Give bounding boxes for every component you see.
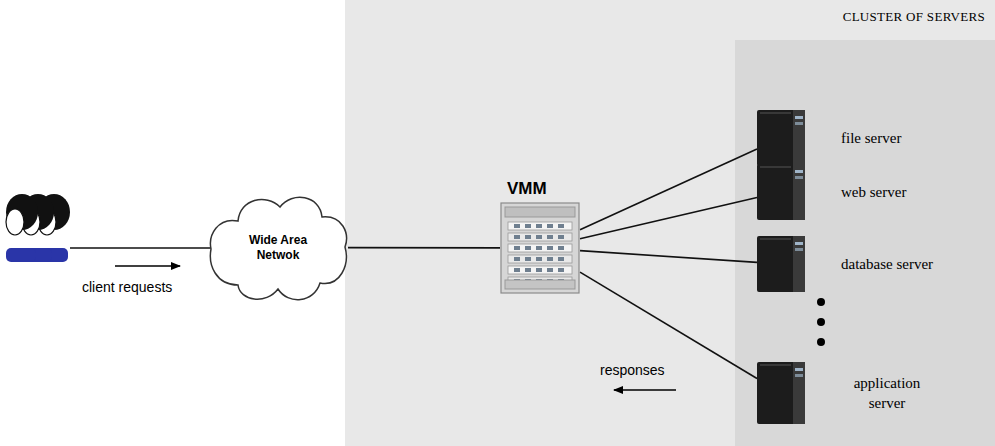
port <box>514 246 520 250</box>
network-cloud: Wide Area Netwok <box>208 185 348 310</box>
drive-bay <box>795 248 803 251</box>
cluster-heading: CLUSTER OF SERVERS <box>843 9 985 25</box>
case-edge <box>760 365 791 366</box>
chassis-top <box>505 207 575 217</box>
tower-front <box>793 110 805 166</box>
device-shape <box>500 202 580 294</box>
drive-bay <box>795 368 803 371</box>
server-box: web server <box>757 164 805 220</box>
drive-bay <box>795 122 803 125</box>
cluster-panel <box>735 40 995 446</box>
flow-label: responses <box>600 362 665 378</box>
port <box>525 246 531 250</box>
ellipsis-dots <box>817 298 825 346</box>
tower-case <box>757 110 805 166</box>
port <box>558 224 564 228</box>
flow-label-holder: client requests <box>82 279 172 295</box>
vmm-device: VMM <box>500 202 580 294</box>
port <box>558 235 564 239</box>
case-edge <box>760 113 791 114</box>
port <box>536 235 542 239</box>
server-shape <box>757 110 805 166</box>
case-edge <box>760 239 791 240</box>
port <box>514 235 520 239</box>
port <box>514 224 520 228</box>
tower-case <box>757 164 805 220</box>
clients-icon <box>6 194 70 262</box>
port <box>536 268 542 272</box>
drive-bay <box>795 242 803 245</box>
port <box>514 257 520 261</box>
response-arrow <box>614 389 676 390</box>
text-holder: web server <box>841 182 906 202</box>
server-label: application server <box>841 373 933 413</box>
drive-bay <box>795 170 803 173</box>
port <box>525 235 531 239</box>
line-card <box>508 255 572 263</box>
cloud-outline <box>210 197 346 299</box>
line-card <box>508 266 572 274</box>
drive-bay <box>795 116 803 119</box>
port <box>558 246 564 250</box>
drive-bay <box>795 176 803 179</box>
server-shape <box>757 164 805 220</box>
server-label: file server <box>841 128 901 148</box>
server-box: database server <box>757 236 805 292</box>
server-box: file server <box>757 110 805 166</box>
connector-line <box>348 247 500 249</box>
port <box>547 235 553 239</box>
flow-label-holder: responses <box>600 362 665 378</box>
port <box>547 224 553 228</box>
line-card <box>508 244 572 252</box>
port <box>525 257 531 261</box>
server-cluster: CLUSTER OF SERVERSfile serverweb serverd… <box>735 40 995 446</box>
tower-front <box>793 164 805 220</box>
chassis-base <box>505 280 575 289</box>
port <box>558 268 564 272</box>
connector-line <box>580 272 757 378</box>
line-card <box>508 233 572 241</box>
server-box: application server <box>757 362 805 424</box>
vmm-label: VMM <box>507 179 547 199</box>
port <box>547 268 553 272</box>
client-link <box>70 247 212 249</box>
network-label: Wide Area Netwok <box>239 233 317 263</box>
tower-front <box>793 236 805 292</box>
port <box>547 246 553 250</box>
port <box>514 268 520 272</box>
server-label: database server <box>841 254 933 274</box>
tower-case <box>757 362 805 424</box>
text-holder: Wide Area Netwok <box>208 185 348 310</box>
tower-case <box>757 236 805 292</box>
text-holder: application server <box>841 373 933 413</box>
port <box>525 268 531 272</box>
text-holder: CLUSTER OF SERVERS <box>843 9 985 25</box>
connector-line <box>580 198 757 239</box>
server-shape <box>757 236 805 292</box>
chassis <box>501 203 579 293</box>
server-label: web server <box>841 182 906 202</box>
port <box>536 246 542 250</box>
case-edge <box>760 167 791 168</box>
text-holder: database server <box>841 254 933 274</box>
server-shape <box>757 362 805 424</box>
connector-line <box>580 251 757 263</box>
port <box>536 257 542 261</box>
text-holder: VMM <box>507 179 547 199</box>
server-site-panel <box>345 0 995 446</box>
port <box>547 257 553 261</box>
port <box>525 224 531 228</box>
line-card <box>508 222 572 230</box>
port <box>558 257 564 261</box>
request-arrow <box>115 265 180 266</box>
text-holder: file server <box>841 128 901 148</box>
drive-bay <box>795 374 803 377</box>
flow-label: client requests <box>82 279 172 295</box>
port <box>536 224 542 228</box>
tower-front <box>793 362 805 424</box>
